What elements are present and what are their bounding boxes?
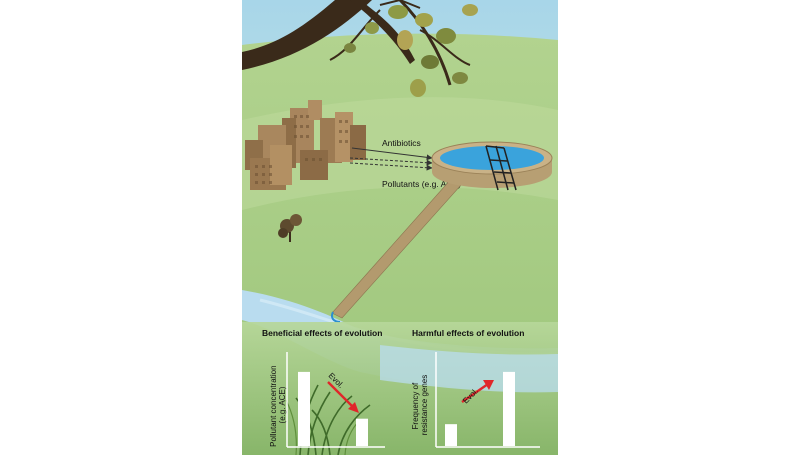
- bars-group-1: [298, 371, 368, 446]
- pollutants-arrow: [349, 162, 433, 171]
- flow-arrows: Antibiotics Pollutants (e.g. ACE): [349, 138, 461, 189]
- building: [350, 125, 366, 160]
- leaf: [452, 72, 468, 84]
- leaf: [344, 43, 356, 53]
- pollutants-arrow: [349, 157, 433, 166]
- leaf: [421, 55, 439, 69]
- y-axis-label-line2: resistance genes: [420, 375, 429, 435]
- evolution-arrowhead-1: [348, 402, 359, 413]
- pollutants-label: Pollutants (e.g. ACE): [382, 179, 461, 189]
- leaf: [397, 30, 413, 50]
- building: [308, 100, 322, 120]
- bar-2-1: [445, 424, 457, 446]
- y-axis-label-resistance: Frequency of resistance genes: [411, 375, 429, 435]
- antibiotics-arrow: [351, 147, 433, 161]
- tank-water: [440, 146, 544, 170]
- bar-2-2: [503, 371, 515, 446]
- discharge-splash: [330, 311, 341, 323]
- leaf: [462, 4, 478, 16]
- y-axis-label-pollutant: Pollutant concentration (e.g. ACE): [269, 363, 287, 447]
- bush: [278, 214, 302, 242]
- leaf: [388, 5, 408, 19]
- leaf: [436, 28, 456, 44]
- building: [335, 112, 353, 162]
- building: [270, 145, 292, 185]
- leaf: [415, 13, 433, 27]
- tree-branch: [242, 0, 478, 97]
- bars-group-2: [445, 371, 515, 446]
- building: [300, 150, 328, 180]
- y-axis-label-line1: Pollutant concentration: [269, 365, 278, 446]
- leaf: [365, 22, 379, 34]
- y-axis-label-line2: (e.g. ACE): [278, 386, 287, 423]
- city: [245, 100, 366, 190]
- bar-1-2: [356, 418, 368, 446]
- leaf: [410, 79, 426, 97]
- evolution-arrow-1: [327, 381, 355, 409]
- bar-1-1: [298, 371, 310, 446]
- panel-title-beneficial: Beneficial effects of evolution: [262, 328, 382, 338]
- antibiotics-label: Antibiotics: [382, 138, 421, 148]
- treatment-tank: [431, 141, 553, 191]
- panel-title-harmful: Harmful effects of evolution: [412, 328, 524, 338]
- y-axis-label-line1: Frequency of: [411, 382, 420, 429]
- evolution-arrow-2: [461, 383, 489, 403]
- tank-ladder: [485, 145, 517, 191]
- evolution-arrowhead-2: [483, 380, 494, 390]
- graph-panel: Beneficial effects of evolution Pollutan…: [242, 322, 558, 455]
